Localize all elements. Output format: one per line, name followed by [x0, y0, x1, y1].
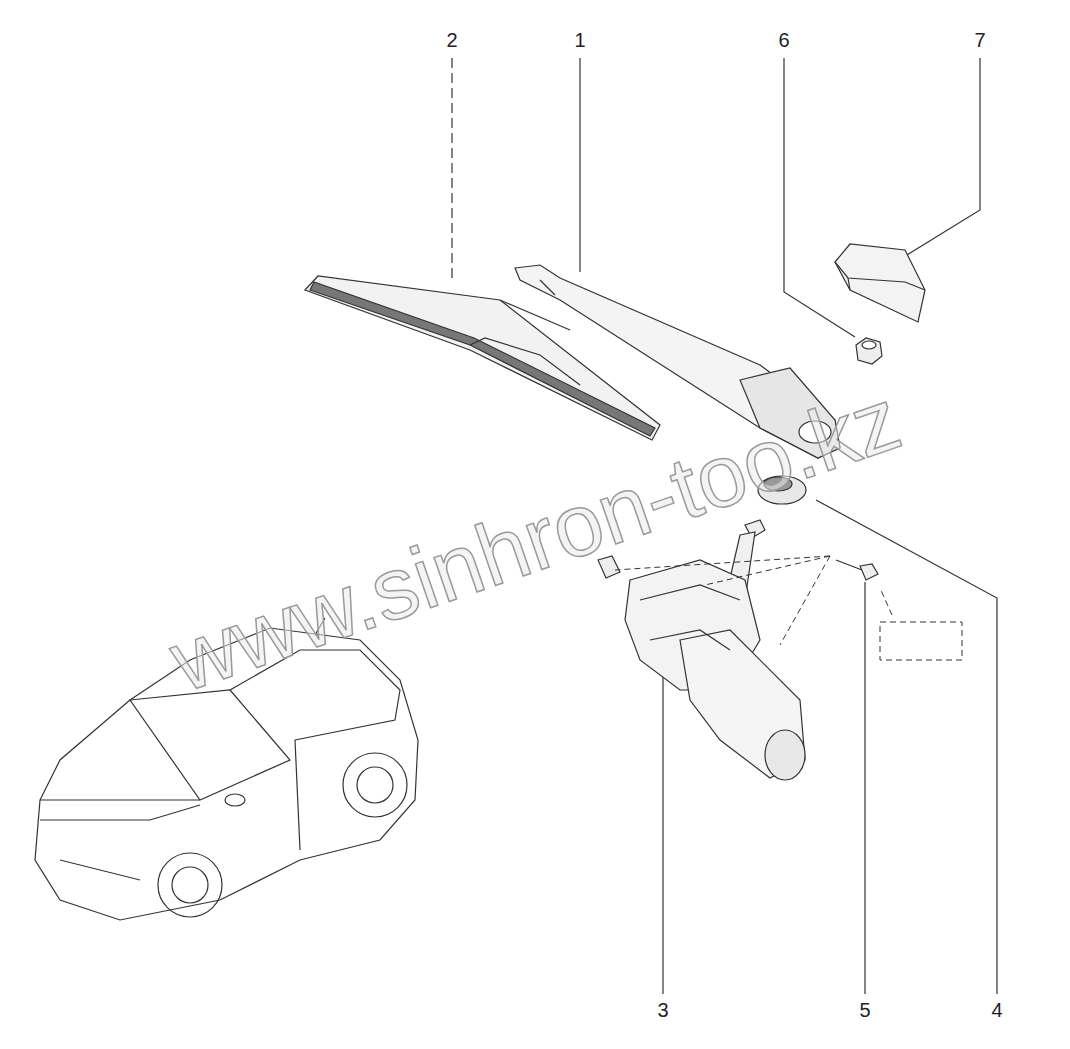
- callout-number: 7: [974, 30, 985, 50]
- callout-number: 4: [991, 1000, 1002, 1020]
- callout-number: 1: [574, 30, 585, 50]
- callout-number: 3: [657, 1000, 668, 1020]
- bolt: [836, 560, 878, 580]
- nut: [856, 338, 882, 364]
- callout-number: 2: [446, 30, 457, 50]
- wiper-motor: [598, 520, 805, 780]
- callout-number: 5: [859, 1000, 870, 1020]
- cap: [835, 244, 925, 322]
- assembly-arrows: [615, 556, 962, 660]
- callout-number: 6: [778, 30, 789, 50]
- watermark: www.sinhron-too.kz: [160, 374, 910, 706]
